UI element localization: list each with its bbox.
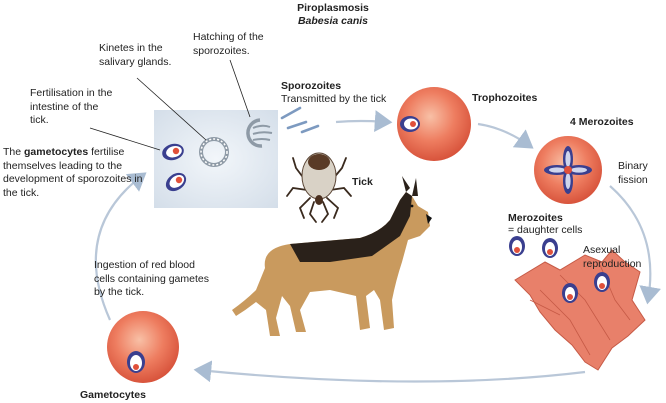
tick-illustration [286,152,352,223]
label-sporozoites-title: Sporozoites [281,80,342,92]
leader-fertilisation [89,127,161,151]
title-main: Piroplasmosis [297,2,369,14]
merozoite-4 [594,272,610,292]
kinete-ring [199,137,229,167]
label-fertilisation: Fertilisation in the intestine of the ti… [30,87,113,126]
label-tick: Tick [352,176,373,188]
merozoite-3 [562,283,578,303]
label-kinetes: Kinetes in the salivary glands. [99,42,172,68]
leader-hatching [229,59,251,118]
label-gametocytes-bottom: Gametocytes [80,389,146,401]
arrow-gametocytes-to-tick [94,172,147,321]
gametocytes-prefix: The [3,146,25,158]
dog-illustration [232,176,432,336]
label-trophozoites: Trophozoites [472,92,538,104]
arrow-trophozoites-to-merozoites [477,122,534,149]
label-four-merozoites: 4 Merozoites [570,116,634,128]
label-sporozoites-sub: Transmitted by the tick [281,93,387,105]
sporozoites [280,106,320,134]
label-merozoites-title: Merozoites [508,212,563,224]
gametocytes-rest: fertilise themselves leading to the deve… [3,146,143,199]
trophozoite-cell [397,87,471,161]
label-merozoites-sub: = daughter cells [508,224,583,236]
label-gametocytes-description: The gametocytes fertilise themselves lea… [3,146,149,200]
merozoite-1 [509,236,525,256]
tick-intestine-panel [154,110,278,208]
gametocyte-cell [107,311,179,383]
arrow-reproduction-to-gametocytes [193,360,586,383]
arrow-fission-to-reproduction [609,185,662,305]
label-hatching: Hatching of the sporozoites. [193,31,264,57]
four-merozoites-cell [534,136,602,204]
leader-kinetes [136,77,207,141]
ruptured-cell [509,236,646,371]
title-species: Babesia canis [297,15,369,27]
label-ingestion: Ingestion of red blood cells containing … [94,259,209,298]
hatching-sporozoites [246,118,273,148]
diagram-title: Piroplasmosis Babesia canis [250,2,416,28]
label-asexual-reproduction: Asexual reproduction [583,244,642,270]
gamete-lower [165,172,187,192]
merozoite-2 [542,238,558,258]
arrow-sporozoites-to-trophozoites [335,110,393,133]
gamete-upper [162,143,184,161]
leader-lines [89,59,251,151]
label-binary-fission: Binary fission [618,160,648,186]
gametocytes-word: gametocytes [24,146,89,158]
cycle-arrows [94,110,662,383]
